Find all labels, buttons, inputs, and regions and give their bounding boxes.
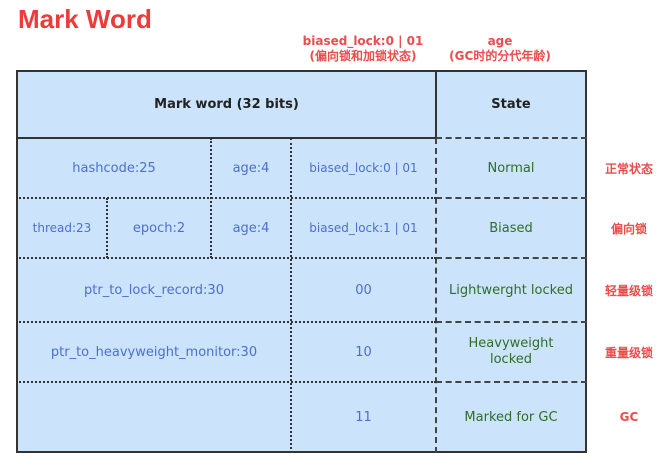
col-divider-epoch (106, 198, 108, 258)
cell-age: age:4 (232, 220, 270, 236)
row-divider-3 (16, 321, 436, 323)
state-marked-for-gc: Marked for GC (464, 409, 558, 425)
state-divider-3 (436, 321, 587, 323)
header-state: State (491, 97, 531, 112)
col-divider-lockbits (290, 138, 292, 453)
cell-lock-bits: 11 (355, 409, 372, 425)
cell-epoch: epoch:2 (132, 220, 186, 236)
state-header-bottom-line (436, 137, 587, 139)
row-divider-1 (16, 197, 436, 199)
age-annotation-line2: (GC时的分代年龄) (449, 49, 551, 63)
state-divider-4 (436, 381, 587, 383)
row-divider-2 (16, 257, 436, 259)
age-annotation: age (GC时的分代年龄) (440, 34, 560, 64)
state-heavyweight-locked: Heavyweight locked (468, 336, 554, 367)
state-column-divider (435, 138, 437, 453)
header-divider (435, 70, 437, 138)
cell-age: age:4 (232, 160, 270, 176)
row-divider-4 (16, 381, 436, 383)
age-annotation-line1: age (487, 34, 513, 48)
header-bottom-line (16, 137, 436, 139)
cell-biased-lock: biased_lock:1 | 01 (309, 221, 418, 235)
cell-ptr-to-lock-record: ptr_to_lock_record:30 (84, 282, 224, 298)
mark-word-table (16, 70, 587, 453)
biased-lock-annotation: biased_lock:0 | 01 (偏向锁和加锁状态) (296, 34, 430, 64)
side-label-biased: 偏向锁 (610, 221, 647, 236)
side-label-gc: GC (619, 410, 639, 424)
side-label-normal: 正常状态 (604, 161, 653, 176)
cell-ptr-to-heavyweight-monitor: ptr_to_heavyweight_monitor:30 (50, 344, 258, 360)
cell-biased-lock: biased_lock:0 | 01 (309, 161, 418, 175)
cell-lock-bits: 10 (355, 344, 372, 360)
state-divider-1 (436, 197, 587, 199)
biased-lock-annotation-line1: biased_lock:0 | 01 (302, 34, 424, 48)
state-biased: Biased (489, 220, 533, 236)
col-divider-age (210, 138, 212, 258)
cell-thread: thread:23 (32, 221, 92, 235)
biased-lock-annotation-line2: (偏向锁和加锁状态) (309, 49, 417, 63)
state-lightweight-locked: Lightwerght locked (449, 282, 573, 298)
cell-lock-bits: 00 (355, 282, 372, 298)
side-label-lightweight: 轻量级锁 (604, 283, 653, 298)
cell-hashcode: hashcode:25 (72, 160, 156, 176)
side-label-heavyweight: 重量级锁 (604, 345, 653, 360)
page-title: Mark Word (18, 4, 152, 34)
header-mark-word: Mark word (32 bits) (154, 97, 299, 112)
cell-empty (18, 383, 290, 451)
state-normal: Normal (487, 160, 535, 176)
state-divider-2 (436, 257, 587, 259)
